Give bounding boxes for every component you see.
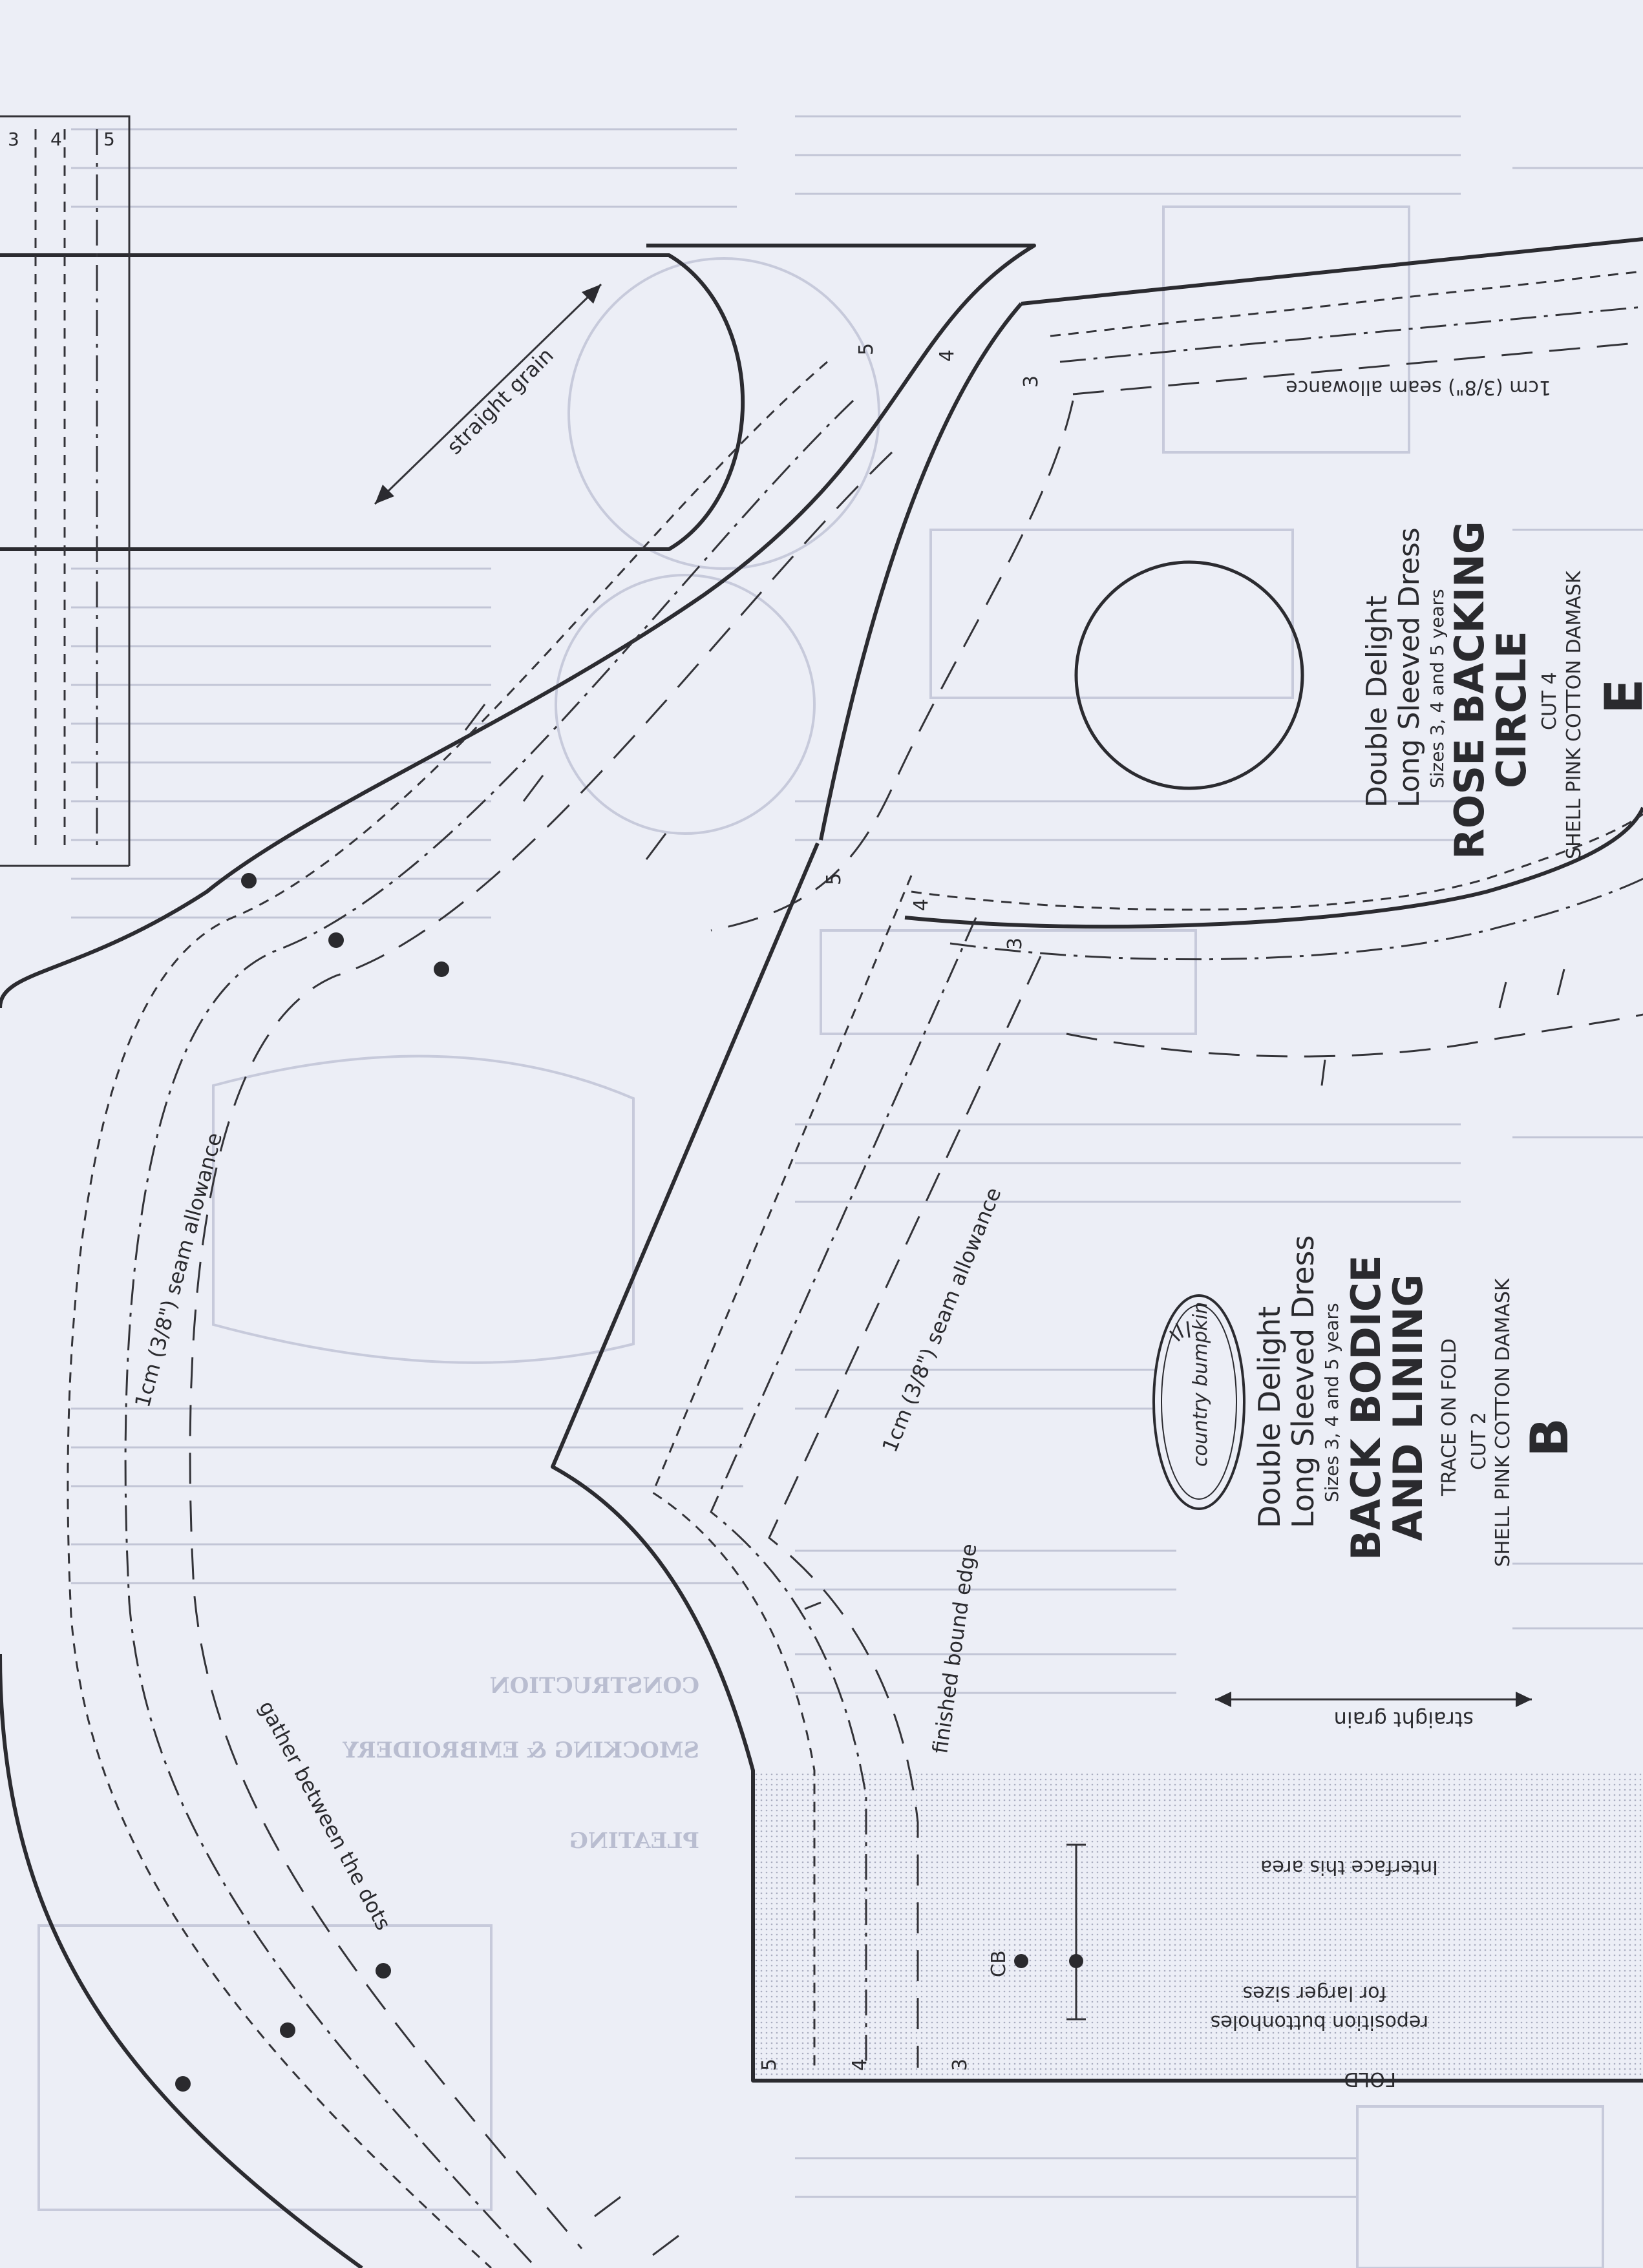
rose-backing-piece: 5 4 3 1cm (3/8") seam allowance Double D… xyxy=(710,237,1643,1086)
bodice-instruction: TRACE ON FOLD xyxy=(1438,1338,1461,1496)
bleed-through-shapes xyxy=(37,205,1604,2268)
bodice-letter: B xyxy=(1520,1418,1580,1457)
rose-line1: Double Delight xyxy=(1361,596,1394,808)
ghost-smock: SMOCKING & EMBROIDERY xyxy=(343,1738,699,1763)
rose-fabric: SHELL PINK COTTON DAMASK xyxy=(1563,570,1585,859)
fold-label: FOLD xyxy=(1344,2068,1396,2090)
buttonhole-label-2: for larger sizes xyxy=(1243,1982,1386,2004)
interface-area xyxy=(753,1770,1643,2081)
gather-label: gather between the dots xyxy=(254,1697,396,1935)
bodice-line1: Double Delight xyxy=(1252,1307,1287,1528)
bodice-title2: AND LINING xyxy=(1384,1274,1432,1541)
cb-label: CB xyxy=(988,1950,1010,1977)
rose-cut: CUT 4 xyxy=(1538,672,1561,730)
bodice-sizes: Sizes 3, 4 and 5 years xyxy=(1321,1303,1342,1502)
bleed-through-text: CONSTRUCTION SMOCKING & EMBROIDERY PLEAT… xyxy=(343,1673,699,1854)
rose-line2: Long Sleeved Dress xyxy=(1393,527,1426,808)
bodice-grain-label: straight grain xyxy=(1334,1707,1474,1732)
left-piece: 5 4 3 straight grain xyxy=(0,115,745,867)
bodice-mark-3: 3 xyxy=(1004,938,1026,950)
rose-mark-5: 5 xyxy=(855,343,878,355)
rose-label-block: Double Delight Long Sleeved Dress Sizes … xyxy=(1361,521,1643,859)
rose-title1: ROSE BACKING xyxy=(1446,521,1493,859)
rose-title2: CIRCLE xyxy=(1488,631,1535,788)
ghost-constr: CONSTRUCTION xyxy=(490,1673,699,1699)
bodice-line2: Long Sleeved Dress xyxy=(1286,1235,1320,1528)
rose-sizes: Sizes 3, 4 and 5 years xyxy=(1426,589,1448,788)
bodice-title1: BACK BODICE xyxy=(1342,1255,1390,1560)
size-mark-5: 5 xyxy=(103,129,115,150)
bodice-fabric: SHELL PINK COTTON DAMASK xyxy=(1492,1277,1514,1567)
buttonhole-label-1: reposition buttonholes xyxy=(1211,2011,1428,2033)
bodice-cut: CUT 2 xyxy=(1468,1412,1490,1470)
rose-seam-label: 1cm (3/8") seam allowance xyxy=(1286,376,1551,399)
fold-mark-4: 4 xyxy=(849,2059,871,2071)
finished-edge-label: finished bound edge xyxy=(928,1542,981,1755)
country-bumpkin-logo: country bumpkin xyxy=(1152,1294,1246,1510)
left-grain-label: straight grain xyxy=(442,343,558,459)
interface-label: Interface this area xyxy=(1260,1856,1438,1878)
rose-letter: E xyxy=(1594,678,1643,714)
fold-mark-3: 3 xyxy=(949,2059,971,2071)
bodice-seam-label: 1cm (3/8") seam allowance xyxy=(877,1184,1006,1456)
back-bodice-piece: 5 4 3 5 4 3 1cm (3/8") seam allowance fi… xyxy=(551,842,1643,2090)
logo-text: country bumpkin xyxy=(1189,1302,1212,1467)
bodice-mark-4: 4 xyxy=(910,899,933,911)
ghost-pleat: PLEATING xyxy=(569,1828,699,1854)
rose-mark-4: 4 xyxy=(936,350,959,362)
size-mark-4: 4 xyxy=(50,129,62,150)
bodice-mark-5: 5 xyxy=(823,873,845,885)
bleed-through-lines xyxy=(71,115,1643,2198)
fold-mark-5: 5 xyxy=(758,2059,781,2071)
size-mark-3: 3 xyxy=(8,129,19,150)
rose-mark-3: 3 xyxy=(1020,375,1043,388)
rose-circle xyxy=(1074,560,1304,790)
bodice-label-block: Double Delight Long Sleeved Dress Sizes … xyxy=(1252,1235,1580,1567)
